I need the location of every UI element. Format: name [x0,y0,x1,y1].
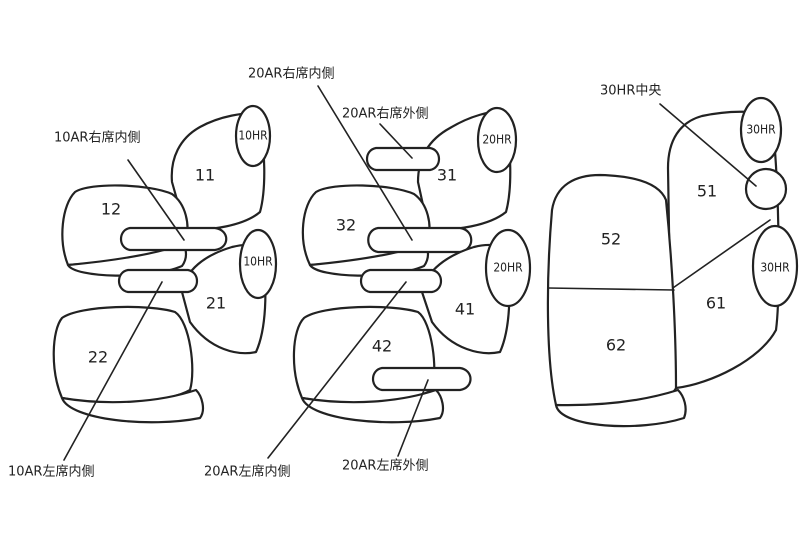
headrest-label-10hr-top: 10HR [238,129,268,143]
seat-part-62-front [554,388,687,428]
armrest-20ar-left-inner [359,268,443,294]
divider-51-61 [669,219,771,291]
label-20ar-right-inner: 20AR右席内側 [248,66,334,82]
part-number-41: 41 [455,300,475,319]
seat-part-52-62-cushion [546,173,678,408]
part-number-12: 12 [101,200,121,219]
part-number-62: 62 [606,336,626,355]
armrest-10ar-left-inner [117,268,199,294]
headrest-20hr-top [476,106,518,174]
headrest-label-20hr-top: 20HR [482,133,512,147]
part-number-31: 31 [437,166,457,185]
part-number-21: 21 [206,294,226,313]
headrest-10hr-top [234,104,272,168]
headrest-label-30hr-top: 30HR [746,123,776,137]
part-number-32: 32 [336,216,356,235]
label-20ar-left-outer: 20AR左席外側 [342,458,428,474]
label-20ar-right-outer: 20AR右席外側 [342,106,428,122]
seat-part-22-cushion [52,305,194,405]
leader-10ar-left-inner [63,281,163,461]
armrest-20ar-left-outer [371,366,472,392]
leader-20ar-right-inner [317,85,413,241]
armrest-20ar-right-outer [365,146,441,172]
headrest-label-20hr-bottom: 20HR [493,261,523,275]
divider-52-62 [547,287,675,291]
leader-30hr-center [659,103,757,187]
part-number-11: 11 [195,166,215,185]
armrest-10ar-right-inner [119,226,228,252]
seat-part-22-front [60,388,205,424]
seat-part-12-front [66,242,188,277]
label-20ar-left-inner: 20AR左席内側 [204,464,290,480]
headrest-30hr-center [744,167,788,211]
headrest-20hr-bottom [484,228,532,308]
part-number-42: 42 [372,337,392,356]
part-number-61: 61 [706,294,726,313]
headrest-10hr-bottom [238,228,278,300]
headrest-label-10hr-bottom: 10HR [243,255,273,269]
leader-20ar-right-outer [379,123,413,159]
headrest-30hr-bottom [751,224,799,308]
armrest-20ar-right-inner [367,226,473,254]
headrest-label-30hr-bottom: 30HR [760,261,790,275]
part-number-22: 22 [88,348,108,367]
label-10ar-left-inner: 10AR左席内側 [8,464,94,480]
part-number-52: 52 [601,230,621,249]
seat-part-42-front [300,388,445,424]
leader-10ar-right-inner [127,159,185,241]
leader-20ar-left-outer [397,379,429,457]
label-10ar-right-inner: 10AR右席内側 [54,130,140,146]
part-number-51: 51 [697,182,717,201]
headrest-30hr-top [739,96,783,164]
leader-20ar-left-inner [267,281,407,459]
label-30hr-center: 30HR中央 [600,84,661,99]
